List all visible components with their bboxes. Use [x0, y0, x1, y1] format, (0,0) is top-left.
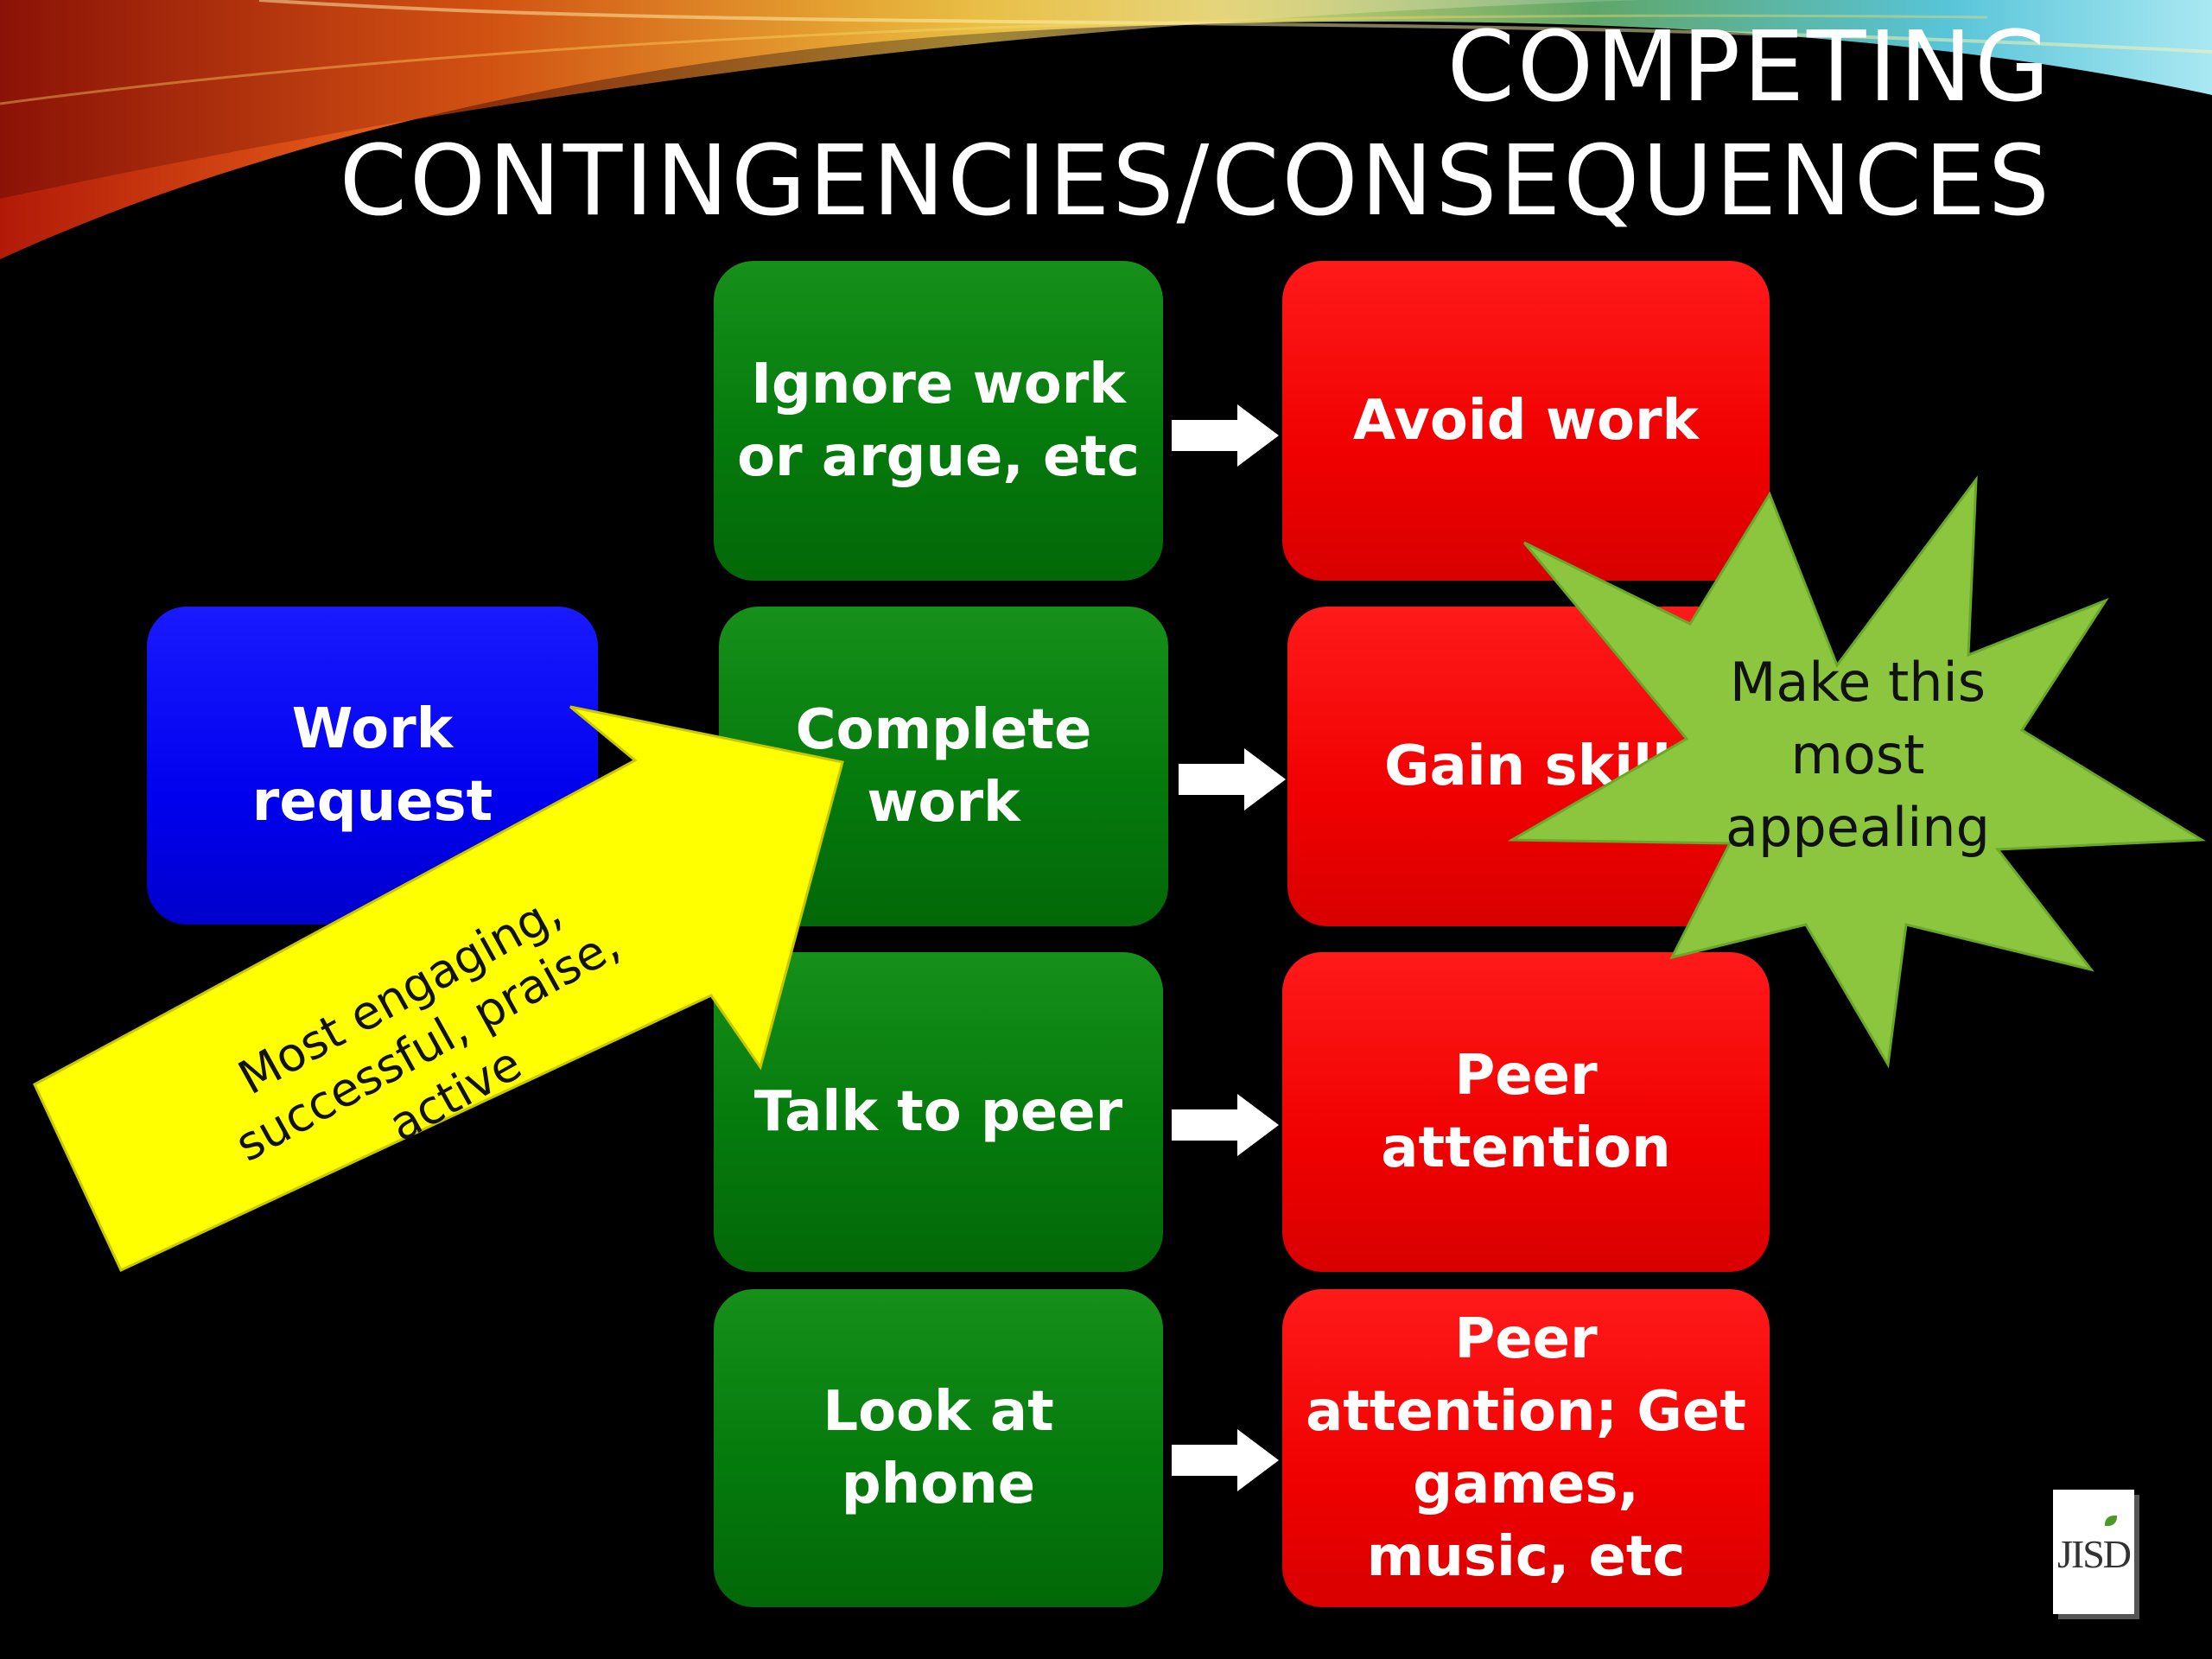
behavior-complete-work-box: Complete work — [719, 607, 1168, 926]
jisd-logo: JISD — [2053, 1490, 2134, 1614]
slide-title-line-2: CONTINGENCIES/CONSEQUENCES — [339, 125, 2052, 238]
behavior-talk-to-peer-box: Talk to peer — [714, 952, 1163, 1272]
right-arrow-icon — [1172, 404, 1279, 467]
consequence-avoid-work-box: Avoid work — [1282, 261, 1770, 581]
starburst-text: Make this most appealing — [1726, 651, 1990, 859]
behavior-look-at-phone-box: Look at phone — [714, 1289, 1163, 1607]
behavior-ignore-work-box: Ignore work or argue, etc — [714, 261, 1163, 581]
right-arrow-icon — [1179, 748, 1286, 810]
work-request-box: Work request — [147, 607, 598, 925]
slide-title-line-1: COMPETING — [1446, 11, 2052, 124]
leaf-icon — [2105, 1516, 2117, 1526]
consequence-peer-attention-box: Peer attention — [1282, 952, 1770, 1272]
right-arrow-icon — [1172, 1094, 1279, 1156]
decorative-swoosh — [0, 0, 2212, 259]
right-arrow-icon — [1172, 1429, 1279, 1491]
jisd-logo-text: JISD — [2056, 1532, 2132, 1576]
consequence-peer-attention-games-box: Peer attention; Get games, music, etc — [1282, 1289, 1770, 1607]
